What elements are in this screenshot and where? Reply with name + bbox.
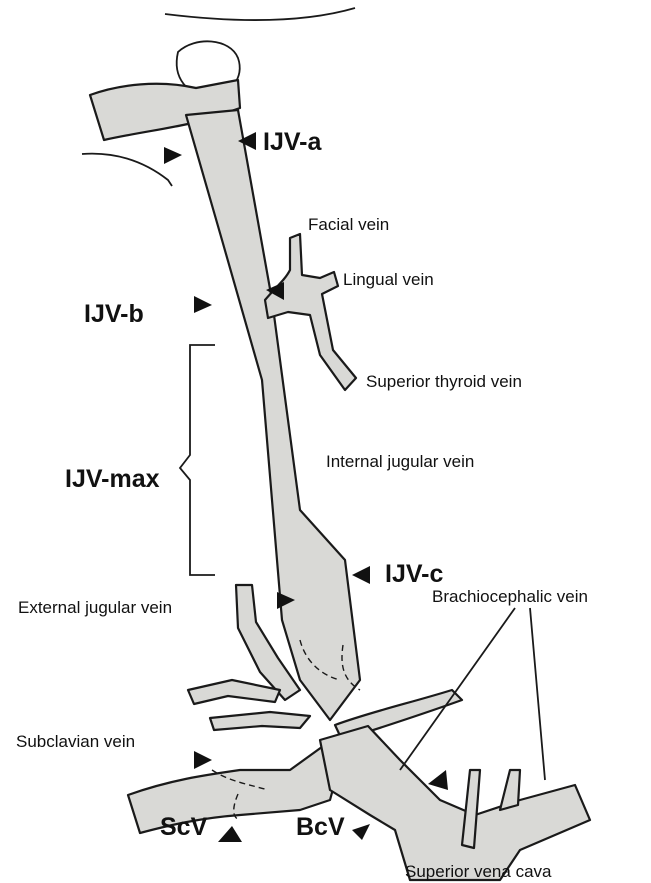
left-brachiocephalic-tributary-2 [500, 770, 520, 810]
arrowhead-ijv-b [194, 296, 212, 313]
label-ijv-c: IJV-c [385, 560, 443, 588]
label-superior-thyroid-vein: Superior thyroid vein [366, 372, 522, 391]
label-lingual-vein: Lingual vein [343, 270, 434, 289]
label-bcv: BcV [296, 813, 345, 841]
label-ijv-a: IJV-a [263, 128, 322, 156]
arrowhead-ijv-c-right [352, 566, 370, 584]
label-brachiocephalic-vein: Brachiocephalic vein [432, 587, 588, 606]
brachiocephalic-leader [400, 608, 545, 780]
external-jugular-branch [188, 680, 280, 704]
external-jugular-branch-2 [210, 712, 310, 730]
label-external-jugular-vein: External jugular vein [18, 598, 172, 617]
arrowhead-subclavian [194, 751, 212, 769]
label-subclavian-vein: Subclavian vein [16, 732, 135, 751]
label-facial-vein: Facial vein [308, 215, 389, 234]
label-ijv-b: IJV-b [84, 300, 144, 328]
ijv-max-bracket [180, 345, 215, 575]
mastoid-outline [82, 154, 172, 186]
arrowhead-ijv-a-left [164, 147, 182, 164]
skull-base-outline [165, 8, 355, 20]
internal-jugular-vein [186, 110, 360, 720]
label-scv: ScV [160, 813, 208, 841]
label-internal-jugular-vein: Internal jugular vein [326, 452, 474, 471]
arrowhead-brachiocephalic [428, 770, 448, 790]
brachiocephalic-vein [320, 726, 590, 880]
label-ijv-max: IJV-max [65, 465, 160, 493]
arrowhead-bcv [352, 824, 370, 840]
arrowhead-scv [218, 826, 242, 842]
label-superior-vena-cava: Superior vena cava [405, 862, 552, 881]
